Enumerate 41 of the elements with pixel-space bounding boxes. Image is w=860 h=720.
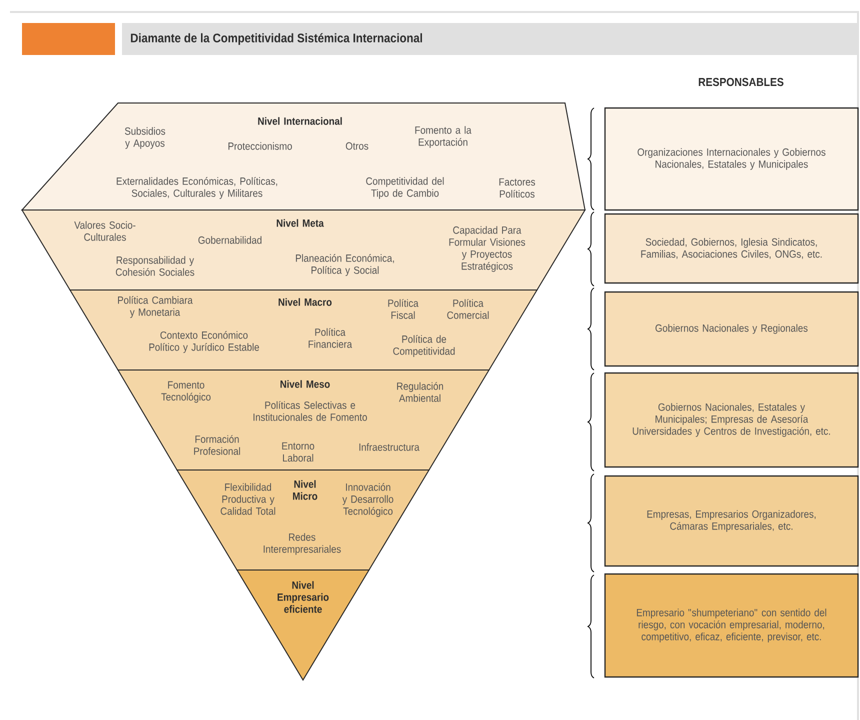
- level-heading: Nivel Meso: [280, 380, 330, 388]
- factor-label: Fomento Tecnológico: [161, 381, 211, 403]
- factor-label: Responsabilidad y Cohesión Sociales: [116, 256, 194, 276]
- responsible-box: Organizaciones Internacionales y Gobiernos Nacionales, Estatales y Municipales: [604, 107, 859, 211]
- factor-label: Política Financiera: [308, 328, 352, 348]
- responsible-box: Sociedad, Gobiernos, Iglesia Sindicatos, Familias, Asociaciones Civiles, ONGs, etc.: [604, 213, 859, 284]
- factor-label: Regulación Ambiental: [397, 382, 444, 402]
- factor-label: Subsidios y Apoyos: [124, 127, 166, 149]
- title-bar: Diamante de la Competitividad Sistémica Internacional: [122, 23, 858, 55]
- factor-label: Política de Competitividad: [393, 335, 455, 357]
- factor-label: Formación Profesional: [194, 435, 240, 455]
- responsible-box: Empresas, Empresarios Organizadores, Cámaras Empresariales, etc.: [604, 475, 859, 567]
- level-heading: Nivel Macro: [278, 298, 332, 306]
- column-heading: RESPONSABLES: [698, 78, 784, 86]
- factor-label: Otros: [346, 142, 368, 150]
- factor-label: Gobernabilidad: [198, 236, 262, 244]
- responsible-box: Gobiernos Nacionales, Estatales y Municipales; Empresas de Asesoría Universidades y Centros de Investigación, etc.: [604, 372, 859, 468]
- factor-label: Flexibilidad Productiva y Calidad Total: [220, 483, 276, 515]
- factor-label: Políticas Selectivas e Institucionales de Fomento: [254, 401, 367, 421]
- factor-label: Política Fiscal: [388, 299, 418, 319]
- factor-label: Externalidades Económicas, Políticas, Sociales, Culturales y Militares: [116, 177, 278, 199]
- factor-label: Valores Socio-Culturales: [74, 221, 136, 241]
- factor-label: Innovación y Desarrollo Tecnológico: [342, 483, 394, 517]
- factor-label: Entorno Laboral: [282, 442, 314, 462]
- responsible-box: Gobiernos Nacionales y Regionales: [604, 291, 859, 367]
- factor-label: Contexto Económico Político y Jurídico Estable: [149, 331, 259, 353]
- responsible-box: Empresario "shumpeteriano" con sentido del riesgo, con vocación empresarial, moderno, competitivo, eficaz, eficiente, previsor, etc.: [604, 573, 859, 678]
- factor-label: Competitividad del Tipo de Cambio: [366, 177, 444, 199]
- factor-label: Fomento a la Exportación: [415, 126, 472, 148]
- factor-label: Proteccionismo: [228, 142, 292, 150]
- factor-label: Redes Interempresariales: [264, 533, 341, 555]
- level-heading: Nivel Micro: [293, 480, 318, 500]
- factor-label: Planeación Económica, Política y Social: [296, 254, 394, 276]
- factor-label: Capacidad Para Formular Visiones y Proyectos Estratégicos: [449, 226, 526, 272]
- factor-label: Factores Políticos: [499, 178, 536, 198]
- level-heading: Nivel Internacional: [258, 117, 342, 125]
- level-heading: Nivel Empresario eficiente: [278, 581, 329, 613]
- factor-label: Infraestructura: [359, 443, 420, 451]
- factor-label: Política Cambiara y Monetaria: [118, 296, 193, 318]
- factor-label: Política Comercial: [447, 299, 489, 319]
- level-heading: Nivel Meta: [276, 219, 324, 227]
